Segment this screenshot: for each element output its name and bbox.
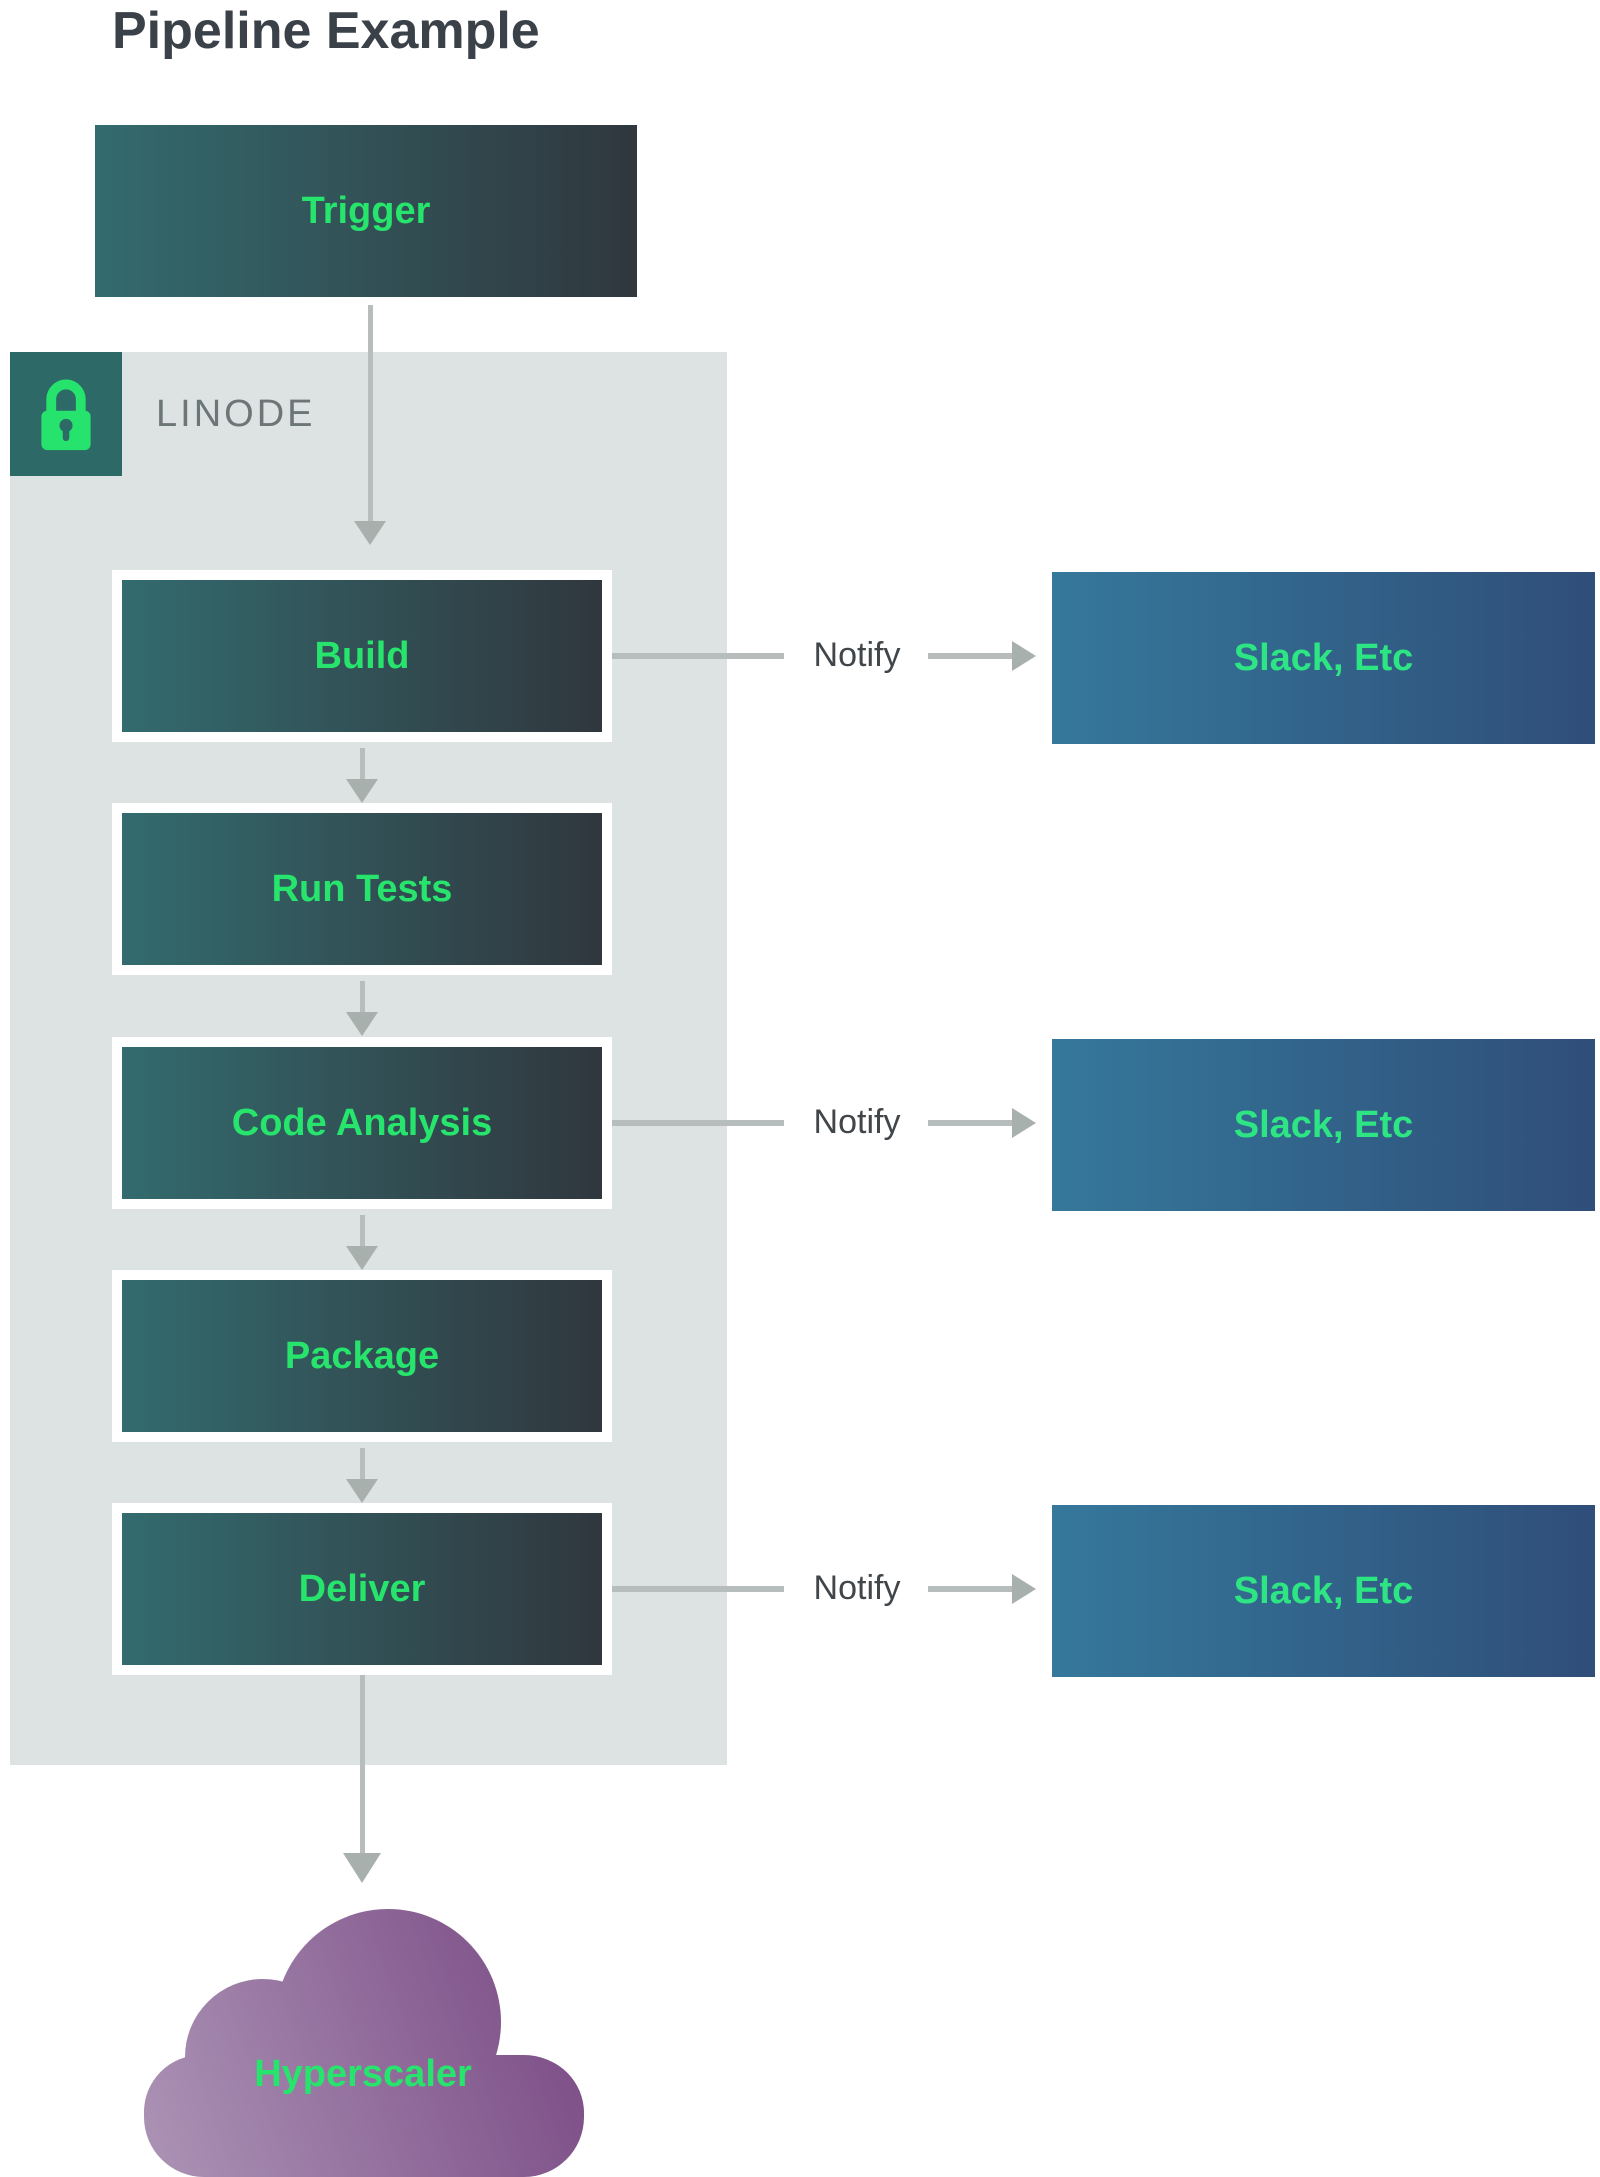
deliver-to-cloud-arrow-stem: [360, 1675, 365, 1853]
notify-target-node: Slack, Etc: [1052, 1505, 1595, 1677]
notify-target-node: Slack, Etc: [1052, 1039, 1595, 1211]
notify-target-label: Slack, Etc: [1233, 636, 1414, 679]
trigger-node: Trigger: [95, 125, 637, 297]
stage-node-code-analysis: Code Analysis: [112, 1037, 612, 1209]
stage-label: Build: [314, 634, 410, 677]
notify-label: Notify: [813, 1569, 901, 1607]
runtests-to-codeanalysis-arrow-head: [346, 1012, 378, 1036]
runtests-to-codeanalysis-arrow-stem: [360, 981, 365, 1014]
notify-arrow-head: [1012, 1108, 1036, 1138]
lock-icon: [41, 379, 91, 451]
codeanalysis-to-package-arrow-stem: [360, 1215, 365, 1248]
trigger-label: Trigger: [301, 189, 431, 232]
notify-line: [612, 1586, 784, 1592]
notify-arrow-head: [1012, 641, 1036, 671]
notify-line: [612, 653, 784, 659]
trigger-to-build-arrow-head: [354, 521, 386, 545]
stage-label: Deliver: [298, 1567, 426, 1610]
stage-label: Code Analysis: [231, 1101, 493, 1144]
stage-node-build: Build: [112, 570, 612, 742]
build-to-runtests-arrow-head: [346, 779, 378, 803]
stage-label: Package: [284, 1334, 440, 1377]
notify-arrow-stem: [928, 1586, 1012, 1592]
hyperscaler-node: Hyperscaler: [141, 1905, 585, 2177]
notify-arrow-stem: [928, 653, 1012, 659]
package-to-deliver-arrow-stem: [360, 1448, 365, 1481]
trigger-to-build-arrow-stem: [368, 305, 373, 523]
stage-node-package: Package: [112, 1270, 612, 1442]
cloud-icon: [144, 1909, 584, 2177]
stage-label: Run Tests: [271, 867, 453, 910]
build-to-runtests-arrow-stem: [360, 748, 365, 781]
page-title: Pipeline Example: [112, 2, 540, 60]
notify-arrow-stem: [928, 1120, 1012, 1126]
lock-badge: [10, 352, 122, 476]
notify-target-label: Slack, Etc: [1233, 1103, 1414, 1146]
hyperscaler-label: Hyperscaler: [254, 2053, 472, 2095]
notify-target-label: Slack, Etc: [1233, 1569, 1414, 1612]
linode-label: LINODE: [156, 392, 316, 435]
codeanalysis-to-package-arrow-head: [346, 1246, 378, 1270]
package-to-deliver-arrow-head: [346, 1479, 378, 1503]
notify-label: Notify: [813, 1103, 901, 1141]
notify-line: [612, 1120, 784, 1126]
deliver-to-cloud-arrow-head: [343, 1853, 381, 1883]
notify-target-node: Slack, Etc: [1052, 572, 1595, 744]
notify-label: Notify: [813, 636, 901, 674]
notify-arrow-head: [1012, 1574, 1036, 1604]
stage-node-run-tests: Run Tests: [112, 803, 612, 975]
stage-node-deliver: Deliver: [112, 1503, 612, 1675]
